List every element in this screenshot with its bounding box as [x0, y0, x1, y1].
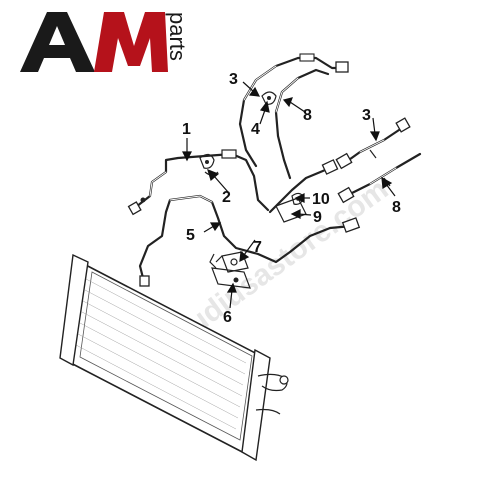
hose-part-3-right — [335, 117, 411, 170]
callout-4: 4 — [251, 121, 260, 138]
callout-8-right: 8 — [392, 199, 401, 216]
callouts: 1 2 3 4 5 6 7 8 9 10 3 8 — [182, 71, 401, 326]
condenser-icon — [59, 253, 289, 462]
hose-part-3-upper — [238, 53, 349, 168]
brand-logo: parts — [20, 12, 190, 72]
bracket-part-9 — [268, 159, 339, 223]
hose-part-8-right — [337, 152, 422, 204]
callout-5: 5 — [186, 227, 195, 244]
callout-3-right: 3 — [362, 107, 371, 124]
hose-part-8-upper — [274, 68, 330, 180]
callout-3-upper: 3 — [229, 71, 238, 88]
bracket-part-6 — [209, 253, 251, 289]
valve-part-7 — [215, 251, 249, 273]
callout-10: 10 — [312, 191, 330, 208]
hose-part-1 — [127, 149, 270, 216]
logo-letter-a — [20, 12, 95, 72]
clip-part-4 — [261, 91, 277, 105]
callout-7: 7 — [253, 239, 262, 256]
logo-letter-m — [94, 12, 168, 72]
callout-2: 2 — [222, 189, 231, 206]
hose-part-5 — [138, 194, 361, 287]
logo-letters — [20, 12, 168, 72]
callout-9: 9 — [313, 209, 322, 226]
callout-1: 1 — [182, 121, 191, 138]
callout-6: 6 — [223, 309, 232, 326]
callout-8-upper: 8 — [303, 107, 312, 124]
logo-parts-text: parts — [165, 12, 190, 61]
leader-lines — [182, 81, 396, 309]
